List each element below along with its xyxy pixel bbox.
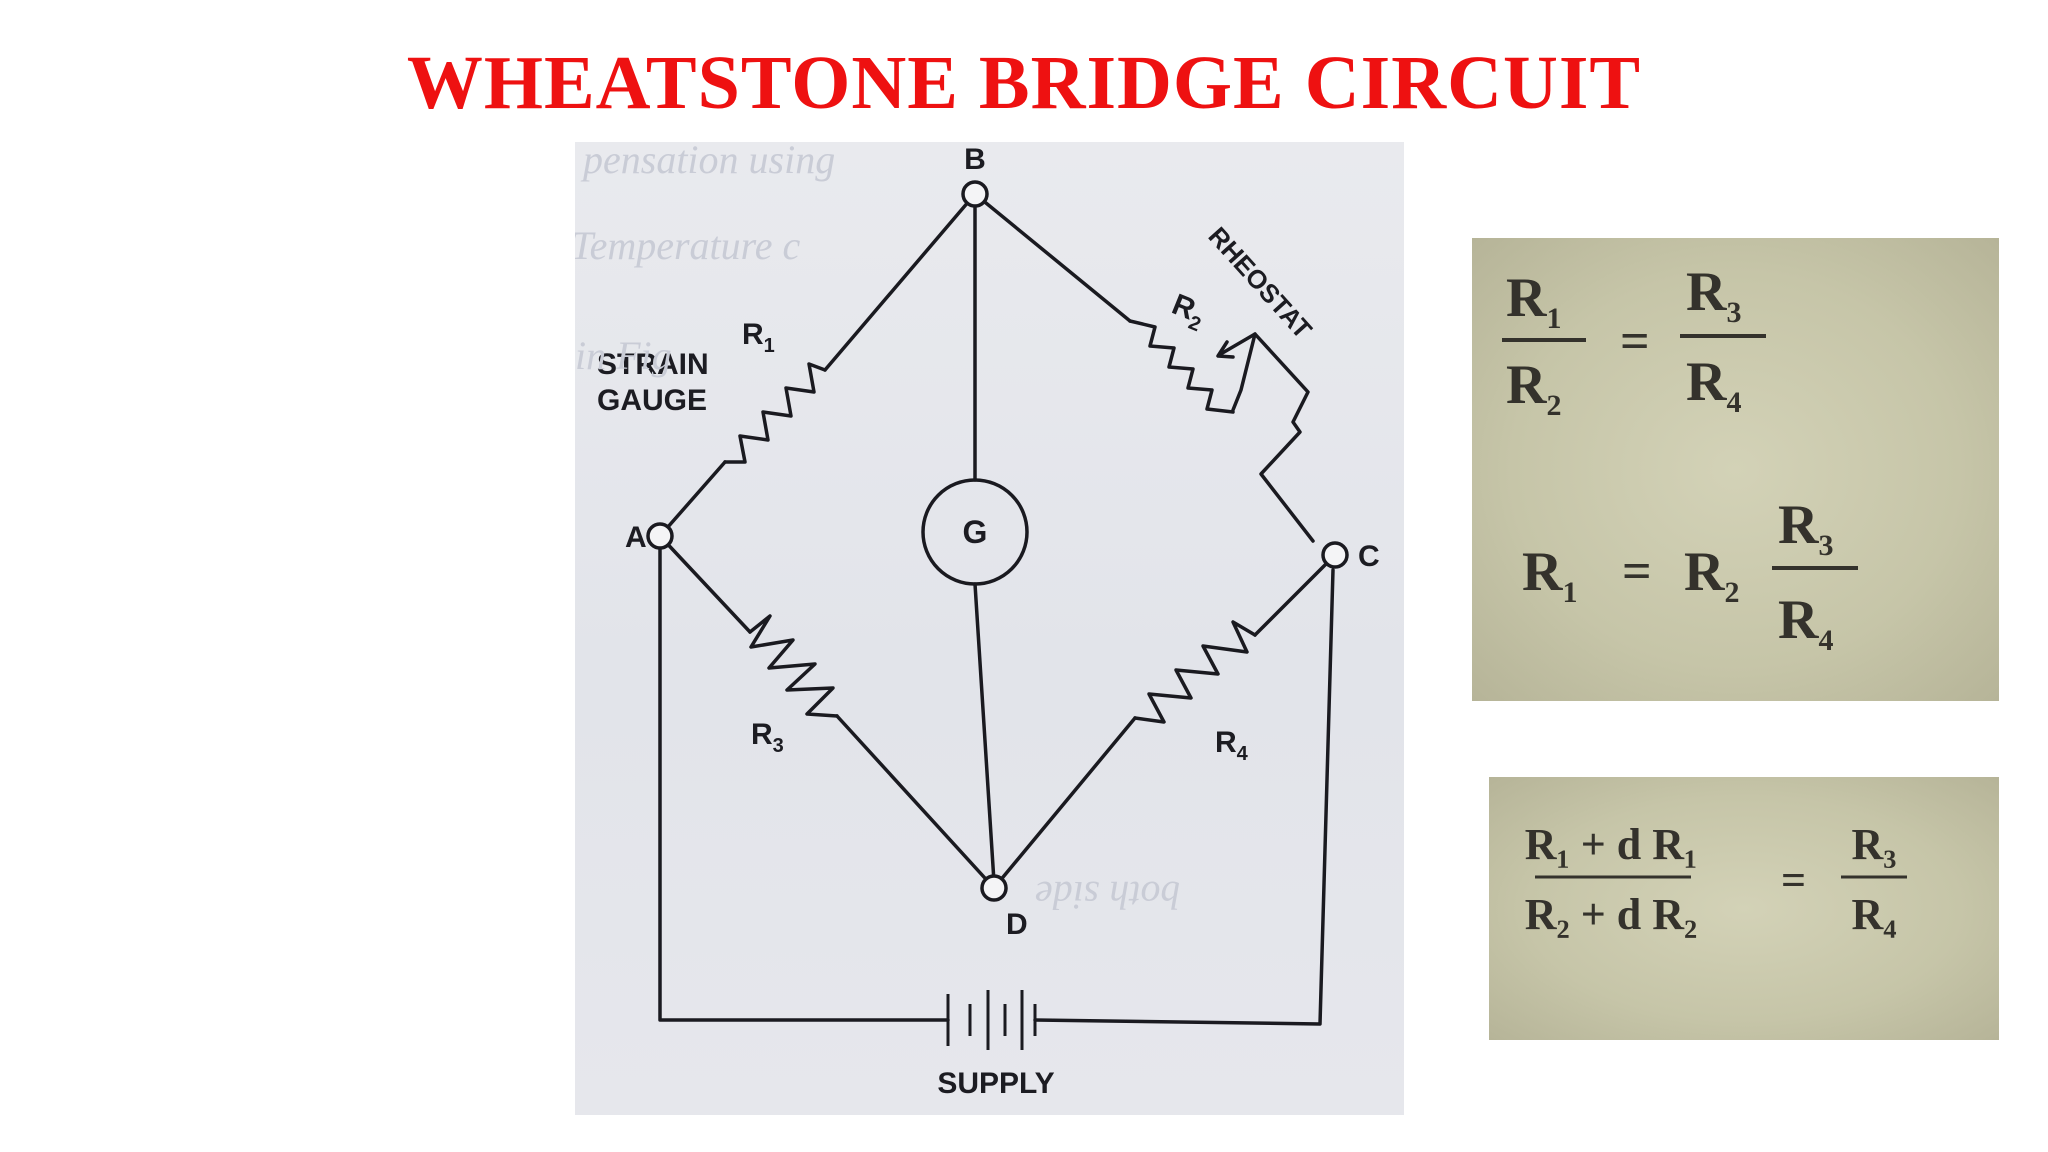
r3-over-r4-denominator: R4 xyxy=(1686,351,1741,419)
rheostat-label: RHEOSTAT xyxy=(1203,221,1318,345)
solved-equation: R1 = R2 R3 R4 xyxy=(1522,494,1858,657)
r1-over-r2-denominator: R2 xyxy=(1506,354,1561,422)
node-b-terminal xyxy=(961,180,989,208)
solved-denominator-r4: R4 xyxy=(1778,589,1833,657)
resistor-r2-zigzag xyxy=(1128,319,1235,414)
resistor-r3-subscript: 3 xyxy=(773,735,784,757)
background-print-texture: pensation using xyxy=(583,142,836,182)
node-d-label: D xyxy=(1006,908,1028,941)
resistor-r1-zigzag xyxy=(723,362,827,464)
wire-c-r4 xyxy=(1253,553,1337,637)
resistor-r2-label: R2 xyxy=(1165,288,1210,336)
strained-equals-sign: = xyxy=(1781,856,1806,905)
wire-r1-b xyxy=(823,192,977,372)
wire-galvanometer-d xyxy=(973,582,996,884)
strained-right-denominator: R₄ xyxy=(1852,890,1897,939)
page-title: WHEATSTONE BRIDGE CIRCUIT xyxy=(406,41,1642,125)
background-print-texture: in Fig xyxy=(575,333,672,378)
r3-over-r4-numerator: R3 xyxy=(1686,261,1741,329)
wheatstone-bridge-schematic: B A C D G R1 R2 R3 R4 STRAIN GAUGE RHEOS… xyxy=(597,143,1380,1100)
r1-over-r2-numerator: R1 xyxy=(1506,267,1561,335)
rheostat-wire xyxy=(1231,332,1315,543)
rheostat-arrow-shaft xyxy=(1217,332,1257,357)
resistor-r1-subscript: 1 xyxy=(764,335,775,357)
wire-supply-c xyxy=(1033,568,1335,1026)
strained-condition-formula-card: R₁ + d R₁ R₂ + d R₂ = R₃ R₄ xyxy=(1489,777,1999,1040)
galvanometer-label: G xyxy=(963,514,988,550)
resistor-r1-label: R1 xyxy=(742,318,775,357)
rheostat-arrow-head xyxy=(1216,340,1235,359)
background-print-texture: Temperature c xyxy=(575,223,801,268)
strain-gauge-line-2: GAUGE xyxy=(597,384,707,417)
strained-denominator: R₂ + d R₂ xyxy=(1525,890,1697,939)
node-c-label: C xyxy=(1358,540,1380,573)
strained-numerator: R₁ + d R₁ xyxy=(1525,820,1697,869)
wire-r4-d xyxy=(992,716,1137,890)
resistor-r3-zigzag xyxy=(748,614,839,718)
wire-a-r1 xyxy=(658,460,727,538)
balance-condition-formula-card: R1 R2 = R3 R4 R1 = R2 R3 R4 xyxy=(1472,238,1999,701)
resistor-r4-subscript: 4 xyxy=(1237,743,1249,765)
resistor-r4-label: R4 xyxy=(1215,726,1249,765)
wire-r3-d xyxy=(835,714,996,890)
resistor-r4-zigzag xyxy=(1133,620,1257,724)
node-a-terminal xyxy=(646,522,674,550)
node-b-label: B xyxy=(964,143,986,176)
strain-gauge-line-1: STRAIN xyxy=(597,348,709,381)
supply-battery-symbol xyxy=(946,990,1037,1050)
background-print-texture: both side xyxy=(1035,873,1181,918)
node-a-label: A xyxy=(625,521,647,554)
resistor-r3-label: R3 xyxy=(751,718,784,757)
wire-a-supply xyxy=(658,542,950,1022)
solved-factor-r2: R2 xyxy=(1684,541,1739,609)
wire-b-r2 xyxy=(973,192,1132,323)
solved-equals-sign: = xyxy=(1622,543,1652,600)
wire-a-r3 xyxy=(658,534,752,634)
galvanometer-circle xyxy=(921,478,1029,586)
solved-lhs-r1: R1 xyxy=(1522,541,1577,609)
solved-numerator-r3: R3 xyxy=(1778,494,1833,562)
strained-right-numerator: R₃ xyxy=(1852,820,1897,869)
balance-equation: R1 R2 = R3 R4 xyxy=(1502,261,1766,422)
strain-gauge-label: STRAIN GAUGE xyxy=(597,348,717,417)
balance-equals-sign: = xyxy=(1620,313,1650,370)
circuit-diagram-photo: pensation using Temperature c in Fig bot… xyxy=(575,142,1404,1115)
node-d-terminal xyxy=(980,874,1008,902)
node-c-terminal xyxy=(1321,541,1349,569)
supply-label: SUPPLY xyxy=(937,1067,1054,1100)
